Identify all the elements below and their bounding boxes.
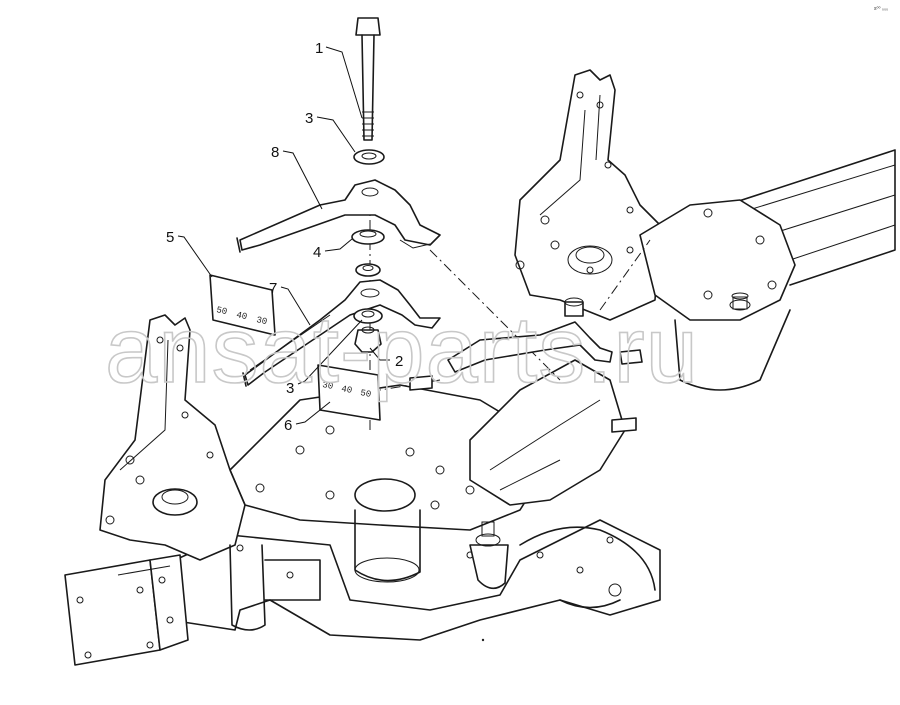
reference-code: s⁰⁰ ₀₀₀ (874, 6, 888, 12)
pointer-tabs (409, 297, 643, 433)
bush-part-4 (351, 229, 385, 245)
washer-middle (355, 263, 381, 277)
watermark: ansat-parts.ru (105, 297, 699, 402)
washer-part-3-upper (353, 149, 385, 165)
nut-part-2 (354, 326, 382, 353)
callout-4: 4 (313, 244, 321, 261)
callout-6: 6 (284, 417, 292, 434)
callout-3-lower: 3 (286, 380, 294, 397)
callout-labels: 1 2 3 3 4 5 6 7 8 (166, 40, 403, 434)
callout-8: 8 (271, 144, 279, 161)
scale-plate-part-6: 30 40 50 (317, 364, 381, 421)
reference-dot (481, 638, 485, 642)
bolt-part-1 (355, 17, 381, 141)
scale-5-value-2: 40 (235, 310, 248, 322)
chassis-frame (64, 69, 896, 666)
callout-3-upper: 3 (305, 110, 313, 127)
leader-lines (177, 46, 390, 425)
callout-7: 7 (269, 280, 277, 297)
callout-1: 1 (315, 40, 323, 57)
scale-5-value-3: 30 (255, 315, 268, 327)
scale-6-value-2: 40 (340, 384, 352, 396)
washer-part-3-lower (353, 308, 383, 324)
scale-plate-part-5: 50 40 30 (209, 274, 276, 336)
scale-6-value-3: 50 (359, 388, 371, 400)
callout-2: 2 (395, 353, 403, 370)
indicator-bracket-part-7 (242, 279, 441, 387)
scale-5-value-1: 50 (215, 305, 228, 317)
indicator-bracket-part-8 (236, 179, 441, 253)
scale-6-value-1: 30 (321, 380, 333, 392)
callout-5: 5 (166, 229, 174, 246)
